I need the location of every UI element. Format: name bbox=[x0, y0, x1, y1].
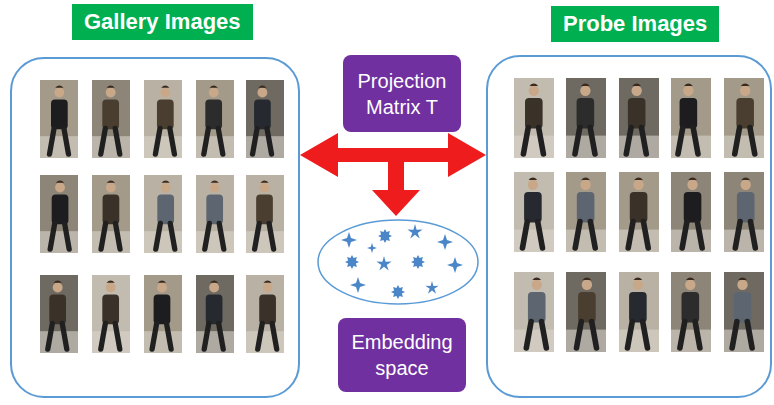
person-photo bbox=[566, 272, 606, 352]
person-photo bbox=[671, 78, 711, 158]
person-photo bbox=[246, 275, 284, 353]
person-photo bbox=[724, 172, 764, 252]
probe-panel: Probe Images bbox=[486, 55, 772, 398]
person-photo bbox=[246, 80, 284, 158]
star-point bbox=[437, 234, 453, 250]
person-photo bbox=[619, 172, 659, 252]
person-photo bbox=[619, 272, 659, 352]
person-photo bbox=[671, 172, 711, 252]
star-point bbox=[391, 285, 405, 299]
double-arrow bbox=[300, 133, 486, 177]
star-point bbox=[345, 255, 359, 269]
person-photo bbox=[40, 175, 78, 253]
embedding-points bbox=[341, 224, 463, 299]
person-photo bbox=[514, 78, 554, 158]
person-photo bbox=[92, 275, 130, 353]
gallery-panel: Gallery Images bbox=[10, 57, 300, 398]
person-photo bbox=[566, 78, 606, 158]
star-point bbox=[447, 257, 463, 273]
person-photo bbox=[246, 175, 284, 253]
person-photo bbox=[196, 175, 234, 253]
star-point bbox=[411, 255, 425, 269]
person-photo bbox=[619, 78, 659, 158]
person-photo bbox=[40, 275, 78, 353]
person-photo bbox=[671, 272, 711, 352]
star-point bbox=[376, 256, 391, 271]
process-box: Embedding space bbox=[338, 318, 466, 392]
section-heading: Probe Images bbox=[551, 6, 719, 42]
star-point bbox=[407, 224, 422, 239]
person-photo bbox=[514, 272, 554, 352]
person-photo bbox=[724, 78, 764, 158]
star-point bbox=[378, 229, 392, 243]
down-arrow bbox=[372, 158, 420, 216]
process-box: Projection Matrix T bbox=[343, 55, 461, 132]
star-point bbox=[425, 281, 438, 294]
star-point bbox=[341, 232, 357, 248]
embedding-ellipse bbox=[318, 220, 478, 304]
box-label: Projection Matrix T bbox=[351, 68, 453, 120]
person-photo bbox=[144, 175, 182, 253]
star-point bbox=[350, 277, 366, 293]
person-photo bbox=[144, 80, 182, 158]
person-photo bbox=[724, 272, 764, 352]
person-photo bbox=[92, 175, 130, 253]
person-photo bbox=[196, 275, 234, 353]
text-wrap: Projection Matrix T bbox=[351, 68, 453, 120]
star-point bbox=[367, 243, 377, 253]
section-heading: Gallery Images bbox=[72, 4, 253, 40]
text-wrap: Embedding space bbox=[346, 329, 458, 381]
box-label: Embedding space bbox=[346, 329, 458, 381]
person-photo bbox=[566, 172, 606, 252]
person-photo bbox=[514, 172, 554, 252]
person-photo bbox=[92, 80, 130, 158]
person-photo bbox=[40, 80, 78, 158]
person-photo bbox=[144, 275, 182, 353]
person-photo bbox=[196, 80, 234, 158]
